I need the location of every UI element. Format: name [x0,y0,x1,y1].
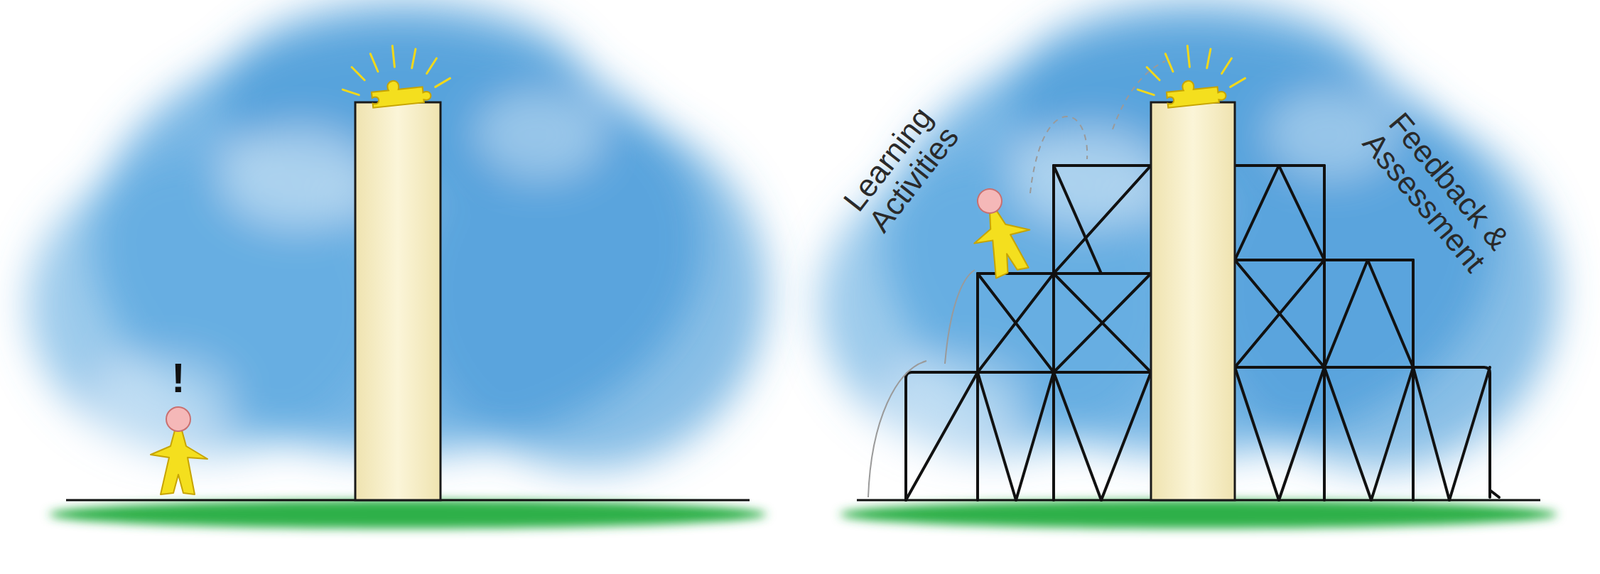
exclamation-mark: ! [164,356,193,400]
learner-figure [959,180,1041,282]
tall-pillar [355,102,441,501]
puzzle-piece [1133,39,1248,111]
ground [49,500,767,529]
scaffold-label: Learning Activities [824,84,977,254]
learner-figure [150,407,208,495]
puzzle-piece [338,39,453,111]
tall-pillar [1150,102,1235,501]
ground [839,500,1558,529]
scaffold-label: Feedback & Assessment [1349,97,1524,287]
